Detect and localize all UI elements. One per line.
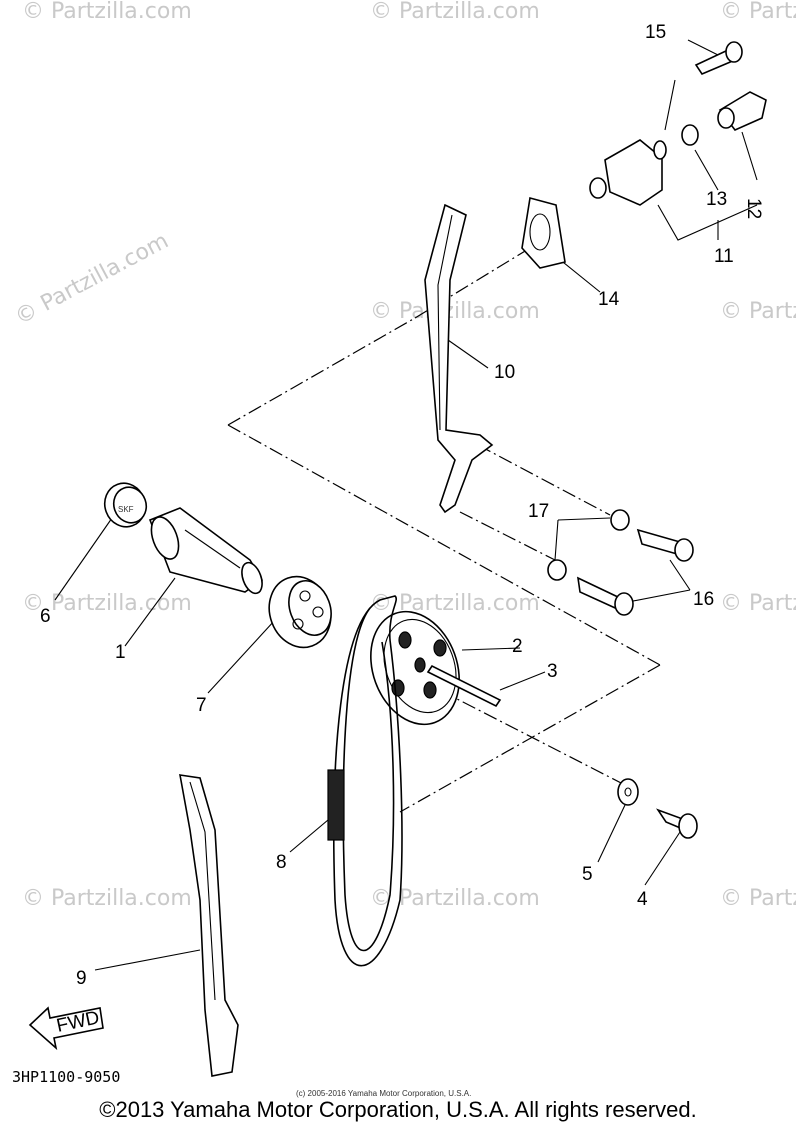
callout-4: 4 bbox=[637, 889, 648, 910]
watermark-bottom-right: © Partzilla.com bbox=[720, 886, 796, 911]
dowel-pin bbox=[426, 664, 502, 708]
callout-17: 17 bbox=[528, 501, 549, 522]
callout-5: 5 bbox=[582, 864, 593, 885]
watermark-right: © Partzilla.com bbox=[720, 591, 796, 616]
tensioner-washer bbox=[681, 124, 699, 146]
watermark-mid-right: © Partzilla.com bbox=[720, 299, 796, 324]
cam-sprocket bbox=[370, 610, 460, 726]
diagram-code: 3HP1100-9050 bbox=[12, 1068, 120, 1086]
leader-lines bbox=[54, 39, 758, 971]
guide-bolt-upper bbox=[636, 528, 694, 562]
callout-11: 11 bbox=[714, 246, 734, 267]
watermarks: © Partzilla.com © Partzilla.com © Partzi… bbox=[11, 0, 796, 911]
cam-chain bbox=[327, 595, 403, 967]
fine-print: (c) 2005-2016 Yamaha Motor Corporation, … bbox=[296, 1089, 471, 1098]
bearing-small: SKF bbox=[103, 482, 148, 528]
watermark-bottom-left: © Partzilla.com bbox=[22, 886, 192, 911]
tensioner-bolt bbox=[694, 41, 743, 75]
cam-sprocket-bolt bbox=[655, 808, 698, 839]
forward-arrow: FWD bbox=[28, 1006, 104, 1051]
guide-washer-upper bbox=[610, 509, 630, 531]
callout-12: 12 bbox=[743, 198, 764, 219]
callout-3: 3 bbox=[547, 661, 558, 682]
watermark-left: © Partzilla.com bbox=[22, 591, 192, 616]
callout-9: 9 bbox=[76, 968, 87, 989]
watermark-large: © Partzilla.com bbox=[11, 229, 173, 331]
callout-8: 8 bbox=[276, 852, 287, 873]
guide-washer-lower bbox=[547, 559, 567, 581]
watermark-mid: © Partzilla.com bbox=[370, 299, 540, 324]
watermark-top-mid: © Partzilla.com bbox=[370, 0, 540, 24]
tensioner-guide bbox=[424, 203, 494, 514]
callout-6: 6 bbox=[40, 606, 51, 627]
callout-14: 14 bbox=[598, 289, 620, 310]
fwd-label: FWD bbox=[55, 1007, 102, 1037]
washer bbox=[617, 778, 639, 806]
callout-1: 1 bbox=[115, 642, 126, 663]
camshaft bbox=[148, 507, 264, 595]
svg-text:SKF: SKF bbox=[118, 505, 134, 514]
copyright-notice: ©2013 Yamaha Motor Corporation, U.S.A. A… bbox=[99, 1097, 697, 1122]
watermark-top-left: © Partzilla.com bbox=[22, 0, 192, 24]
watermark-top-right: © Partzilla.com bbox=[720, 0, 796, 24]
chain-guide bbox=[179, 774, 239, 1077]
callout-15: 15 bbox=[645, 22, 666, 43]
tensioner-assembly bbox=[589, 139, 667, 206]
callout-labels: 1 2 3 4 5 6 7 8 9 10 11 12 13 14 15 16 1… bbox=[40, 22, 764, 989]
callout-13: 13 bbox=[706, 189, 727, 210]
gasket bbox=[521, 196, 566, 269]
callout-10: 10 bbox=[494, 362, 515, 383]
assembly-outline bbox=[227, 244, 661, 813]
callout-16: 16 bbox=[693, 589, 714, 610]
tensioner-cap-bolt bbox=[717, 91, 767, 131]
callout-7: 7 bbox=[196, 695, 207, 716]
callout-2: 2 bbox=[512, 636, 523, 657]
bearing-large bbox=[268, 575, 332, 649]
guide-bolt-lower bbox=[576, 576, 634, 616]
watermark-bottom-mid: © Partzilla.com bbox=[370, 886, 540, 911]
